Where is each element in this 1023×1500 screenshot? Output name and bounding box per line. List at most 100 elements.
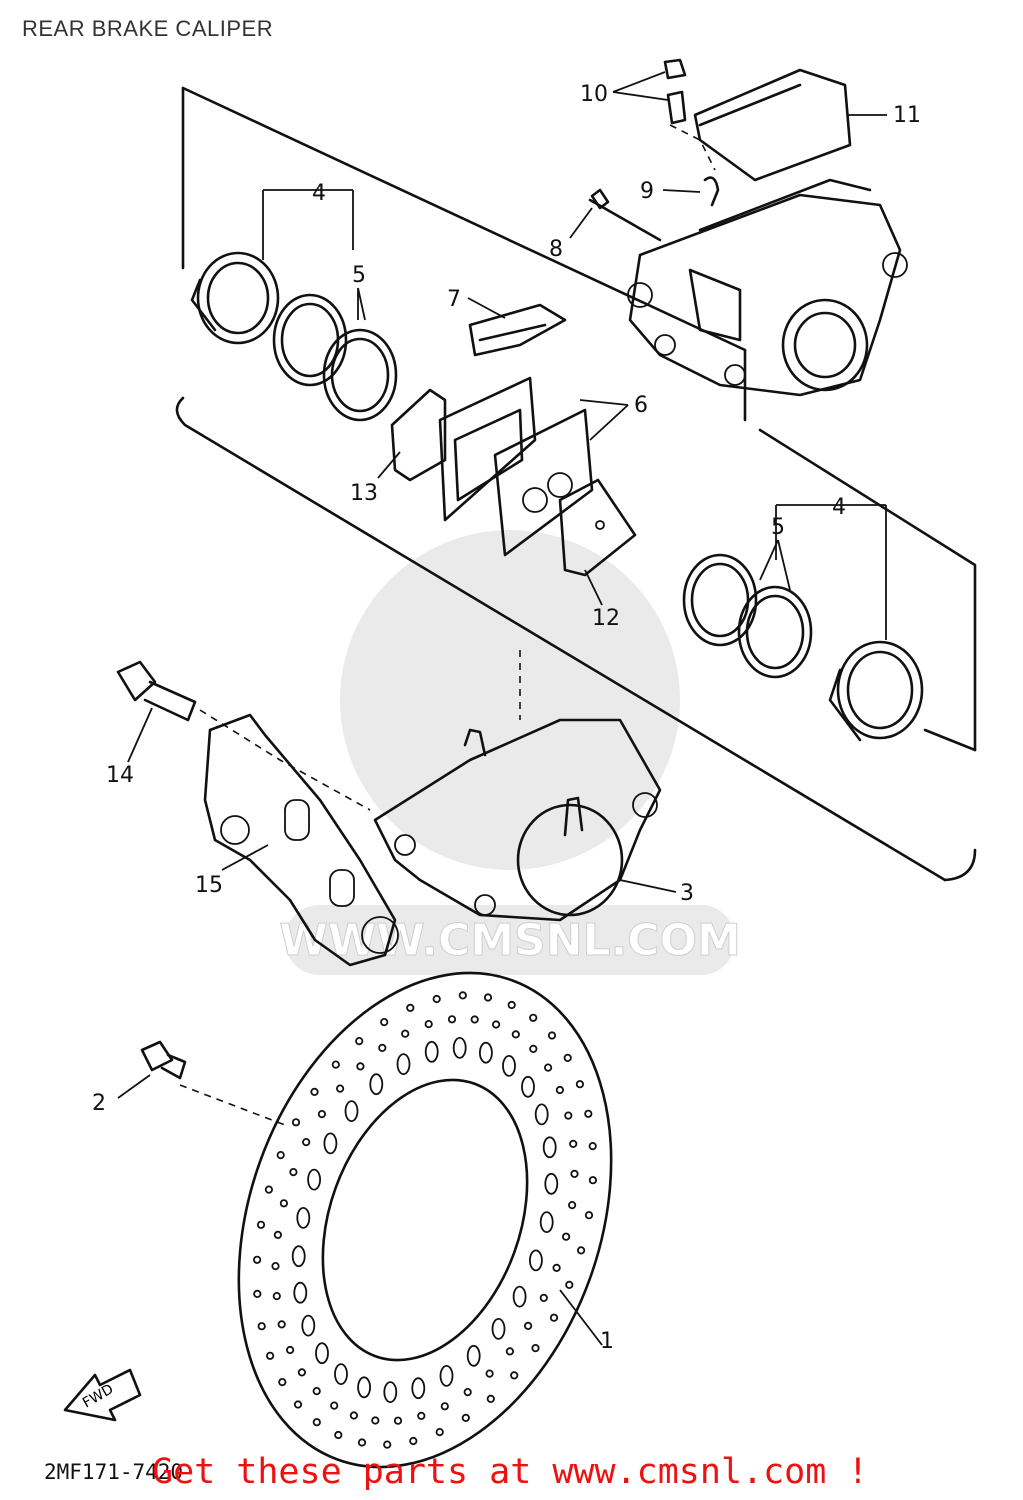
- pad-shim-right: [558, 478, 637, 577]
- disc-slot: [424, 1040, 439, 1063]
- disc-hole: [555, 1085, 565, 1095]
- disc-hole: [584, 1109, 593, 1118]
- disc-hole: [510, 1371, 519, 1380]
- disc-hole: [531, 1344, 540, 1353]
- disc-hole: [549, 1313, 559, 1322]
- disc-hole: [355, 1037, 364, 1046]
- disc-slot: [439, 1365, 454, 1387]
- disc-hole: [447, 1015, 457, 1024]
- bracket-bolt: [116, 660, 197, 722]
- bleed-screw: [663, 58, 687, 125]
- disc-slot: [534, 1103, 549, 1126]
- disc-hole: [265, 1351, 275, 1360]
- caliper-bracket: [203, 713, 399, 967]
- callout-labels: 1 2 3 4 4 5 5 6 7 8 9 10 11 12 13 14 15: [92, 82, 921, 1354]
- disc-hole: [584, 1211, 594, 1220]
- disc-hole: [273, 1230, 282, 1240]
- piston-upper: [190, 251, 280, 345]
- disc-slot: [291, 1245, 306, 1268]
- disc-slot: [544, 1172, 559, 1195]
- disc-slot: [529, 1249, 543, 1272]
- callout-7: 7: [447, 287, 461, 312]
- disc-slot: [323, 1132, 338, 1155]
- callout-11: 11: [893, 103, 921, 128]
- disc-hole: [561, 1232, 571, 1241]
- pad-shim-left: [390, 388, 447, 482]
- disc-hole: [417, 1411, 426, 1421]
- callout-13: 13: [350, 481, 378, 506]
- disc-slot: [307, 1168, 322, 1191]
- get-parts-link[interactable]: Get these parts at www.cmsnl.com !: [152, 1452, 869, 1492]
- disc-hole: [357, 1438, 367, 1447]
- disc-hole: [264, 1185, 273, 1194]
- disc-hole: [563, 1053, 572, 1063]
- disc-hole: [302, 1138, 311, 1147]
- assembly-bracket: [175, 86, 977, 882]
- disc-hole: [523, 1321, 533, 1331]
- disc-slot: [491, 1318, 506, 1340]
- disc-hole: [570, 1169, 579, 1179]
- disc-hole: [432, 994, 441, 1004]
- brake-pads: [438, 376, 594, 557]
- callout-9: 9: [640, 179, 654, 204]
- disc-hole: [393, 1416, 403, 1425]
- callout-4-upper: 4: [312, 181, 326, 206]
- disc-hole: [277, 1320, 286, 1329]
- disc-slot: [301, 1314, 316, 1337]
- disc-slot: [466, 1344, 481, 1367]
- callout-8: 8: [549, 237, 563, 262]
- disc-hole: [406, 1003, 415, 1013]
- caliper-cover: [693, 68, 852, 182]
- disc-slot: [383, 1381, 398, 1403]
- disc-hole: [491, 1020, 501, 1029]
- disc-hole: [565, 1280, 574, 1290]
- disc-hole: [331, 1060, 340, 1069]
- disc-slot: [452, 1037, 467, 1059]
- disc-hole: [567, 1201, 577, 1210]
- disc-hole: [463, 1388, 472, 1397]
- disc-slot: [296, 1207, 311, 1229]
- disc-hole: [272, 1292, 281, 1301]
- disc-hole: [356, 1062, 365, 1071]
- disc-hole: [256, 1220, 266, 1229]
- disc-hole: [569, 1139, 578, 1149]
- piston-lower: [828, 640, 924, 742]
- disc-bolt: [140, 1040, 187, 1080]
- disc-hole: [485, 1369, 494, 1378]
- disc-slot: [334, 1363, 348, 1385]
- disc-slot: [293, 1281, 308, 1304]
- disc-hole: [588, 1176, 598, 1185]
- disc-hole: [505, 1347, 514, 1356]
- disc-slot: [396, 1053, 411, 1075]
- disc-hole: [576, 1246, 586, 1255]
- callout-14: 14: [106, 763, 134, 788]
- disc-hole: [371, 1416, 380, 1425]
- seals-lower: [682, 553, 813, 679]
- seals-upper: [272, 293, 398, 422]
- dashed-assembly-lines: [179, 124, 716, 1126]
- disc-hole: [312, 1418, 321, 1427]
- watermark-text: WWW.CMSNL.COM: [279, 915, 741, 966]
- disc-hole: [575, 1080, 585, 1089]
- disc-hole: [285, 1345, 295, 1355]
- disc-hole: [334, 1430, 343, 1440]
- disc-hole: [483, 993, 493, 1002]
- disc-hole: [401, 1029, 410, 1038]
- callout-10: 10: [580, 82, 608, 107]
- disc-hole: [378, 1043, 387, 1053]
- callout-3: 3: [680, 881, 694, 906]
- callout-1: 1: [600, 1329, 614, 1354]
- caliper-assembly: [373, 718, 662, 922]
- pad-pin: [588, 188, 662, 242]
- disc-slot: [502, 1055, 516, 1077]
- callout-15: 15: [195, 873, 223, 898]
- disc-hole: [278, 1378, 287, 1387]
- clip: [703, 176, 720, 207]
- disc-slot: [357, 1376, 372, 1399]
- disc-slot: [411, 1377, 426, 1400]
- disc-hole: [507, 1000, 516, 1010]
- disc-hole: [310, 1087, 319, 1097]
- disc-hole: [588, 1142, 597, 1151]
- disc-hole: [335, 1084, 345, 1093]
